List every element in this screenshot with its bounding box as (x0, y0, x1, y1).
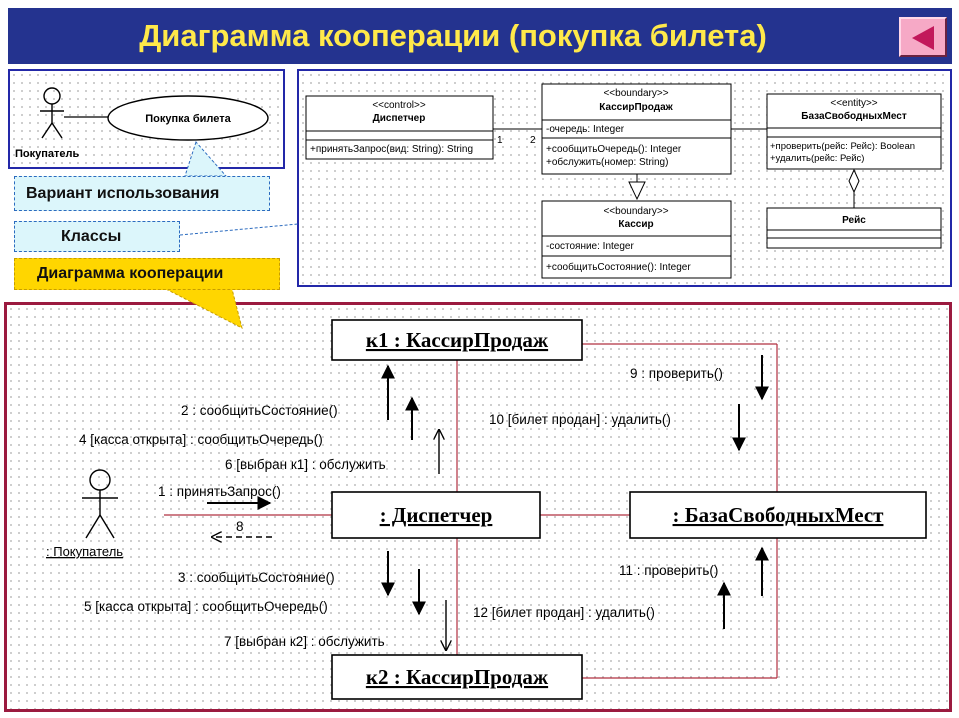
msg3-label: 3 : сообщитьСостояние() (178, 570, 335, 585)
object-k2-box (331, 654, 583, 700)
back-button[interactable] (899, 17, 947, 57)
msg11-label: 11 : проверить() (619, 563, 718, 578)
msg12-label: 12 [билет продан] : удалить() (473, 605, 655, 620)
page-title: Диаграмма кооперации (покупка билета) (139, 18, 767, 53)
class-dispatcher-op: +принятьЗапрос(вид: String): String (310, 144, 473, 155)
object-db-box (629, 491, 927, 539)
usecase-ellipse (107, 95, 269, 141)
object-dispatcher-label: : Диспетчер (380, 503, 493, 527)
class-baza-stereotype: <<entity>> (830, 98, 877, 109)
generalization-arrow (628, 181, 646, 201)
class-baza-box (766, 93, 942, 170)
msg1-label: 1 : принятьЗапрос() (158, 484, 281, 499)
collab-callout-text: Диаграмма кооперации (37, 265, 224, 282)
object-db-label: : БазаСвободныхМест (673, 503, 885, 527)
class-baza-op1: +проверить(рейс: Рейс): Boolean (770, 141, 915, 152)
class-kassir-name: Кассир (618, 219, 653, 230)
class-reys-box (766, 207, 942, 249)
object-dispatcher-box (331, 491, 541, 539)
msg2-label: 2 : сообщитьСостояние() (181, 403, 338, 418)
multiplicity-2: 2 (530, 135, 536, 146)
class-kassir-stereotype: <<boundary>> (603, 206, 668, 217)
collab-callout-pointer (165, 288, 243, 329)
class-baza-name: БазаСвободныхМест (801, 110, 907, 122)
collab-actor-label: : Покупатель (46, 544, 123, 559)
object-k1-box (331, 319, 583, 361)
class-dispatcher-name: Диспетчер (373, 113, 426, 124)
msg5-label: 5 [касса открыта] : сообщитьОчередь() (84, 599, 328, 614)
class-kassirprodazh-name: КассирПродаж (599, 102, 673, 113)
msg9-label: 9 : проверить() (630, 366, 723, 381)
object-k2-label: к2 : КассирПродаж (366, 665, 549, 689)
classes-callout-pointer (179, 223, 299, 236)
usecase-actor-label: Покупатель (15, 148, 80, 160)
classes-callout-text: Классы (61, 228, 122, 245)
msg7-label: 7 [выбран к2] : обслужить (224, 634, 385, 649)
usecase-actor (40, 87, 64, 139)
msg6-label: 6 [выбран к1] : обслужить (225, 457, 386, 472)
multiplicity-1: 1 (497, 135, 503, 146)
class-baza-op2: +удалить(рейс: Рейс) (770, 153, 864, 164)
collab-callout: Диаграмма кооперации (14, 258, 280, 290)
msg8-label: 8 (236, 519, 244, 534)
usecase-callout: Вариант использования (14, 176, 270, 211)
usecase-callout-text: Вариант использования (26, 185, 220, 202)
usecase-label: Покупка билета (145, 113, 231, 125)
class-kassir-attr: -состояние: Integer (546, 241, 634, 252)
class-kassir-op: +сообщитьСостояние(): Integer (546, 261, 691, 273)
msg10-label: 10 [билет продан] : удалить() (489, 412, 671, 427)
class-kassirprodazh-op2: +обслужить(номер: String) (546, 156, 668, 168)
class-dispatcher-stereotype: <<control>> (372, 100, 426, 111)
msg4-label: 4 [касса открыта] : сообщитьОчередь() (79, 432, 323, 447)
title-bar: Диаграмма кооперации (покупка билета) (8, 8, 952, 64)
class-kassir-box (541, 200, 732, 279)
class-dispatcher-box (305, 95, 494, 160)
class-kassirprodazh-stereotype: <<boundary>> (603, 88, 668, 99)
class-kassirprodazh-attr: -очередь: Integer (546, 124, 625, 135)
class-kassirprodazh-op1: +сообщитьОчередь(): Integer (546, 143, 682, 155)
object-k1-label: к1 : КассирПродаж (366, 328, 549, 352)
aggregation-diamond (848, 168, 860, 194)
collab-links (164, 343, 778, 679)
classes-callout: Классы (14, 221, 180, 252)
collab-actor (82, 469, 118, 539)
usecase-callout-pointer (184, 141, 228, 177)
class-reys-name: Рейс (842, 215, 866, 226)
